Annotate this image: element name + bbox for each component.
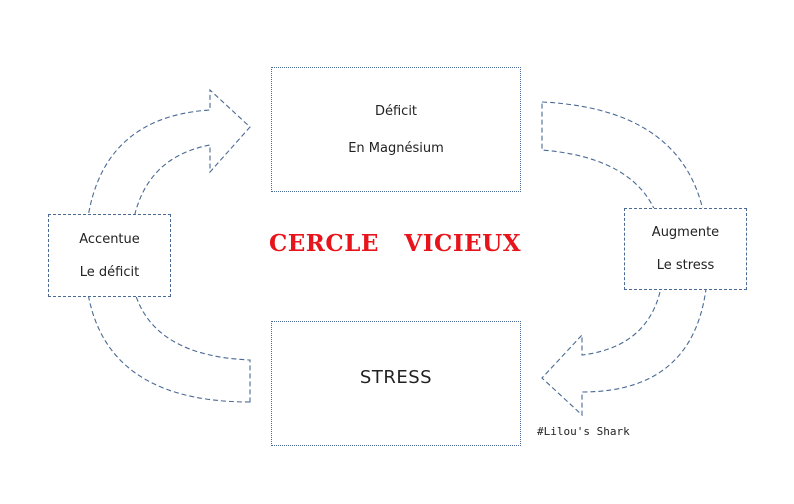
right-curved-arrow [541, 101, 709, 417]
left-line-2: Le déficit [79, 264, 140, 280]
deficit-magnesium-box: Déficit En Magnésium [271, 67, 521, 192]
deficit-line-1: Déficit [374, 103, 418, 119]
stress-box: STRESS [271, 321, 521, 446]
left-line-1: Accentue [79, 231, 140, 247]
stress-line-1: STRESS [359, 366, 433, 388]
right-line-1: Augmente [651, 225, 720, 240]
right-line-2: Le stress [656, 258, 715, 273]
deficit-line-2: En Magnésium [348, 140, 444, 156]
diagram-title: CERCLE VICIEUX [268, 230, 522, 257]
accentue-deficit-box: Accentue Le déficit [48, 214, 171, 297]
signature-watermark: #Lilou's Shark [537, 425, 630, 438]
augmente-stress-box: Augmente Le stress [624, 208, 747, 290]
left-curved-arrow [84, 88, 251, 403]
